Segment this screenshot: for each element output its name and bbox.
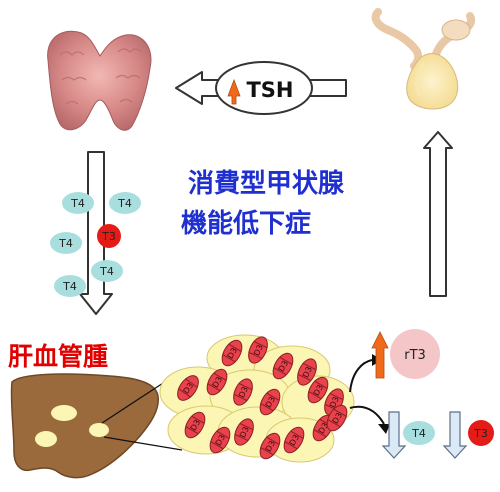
d3-label: D3 <box>238 425 251 439</box>
d3-label: D3 <box>237 385 250 399</box>
liver-icon <box>10 373 159 479</box>
svg-text:T4: T4 <box>70 197 85 210</box>
rt3-increase-arrow-icon <box>371 331 389 379</box>
liver-lesion-3 <box>89 423 109 437</box>
svg-text:T4: T4 <box>411 427 426 440</box>
d3-enzyme-marker: D3 <box>326 404 348 432</box>
d3-enzyme-marker: D3 <box>233 378 253 406</box>
d3-enzyme-marker: D3 <box>259 432 281 460</box>
d3-enzyme-marker: D3 <box>248 336 268 364</box>
pituitary-gland-icon <box>371 8 475 110</box>
svg-text:T3: T3 <box>473 427 488 440</box>
zoom-line-bottom <box>103 436 183 451</box>
d3-enzyme-marker: D3 <box>307 376 329 404</box>
liver-lesion-1 <box>51 405 77 421</box>
title-line-2: 機能低下症 <box>181 208 311 239</box>
d3-enzyme-marker: D3 <box>206 368 228 396</box>
t4-hormone-bottom: T4 <box>403 421 435 445</box>
liver-hemangioma-label: 肝血管腫 <box>8 342 108 371</box>
t4-hormone-2: T4 <box>109 192 141 214</box>
d3-label: D3 <box>252 343 265 357</box>
d3-enzyme-marker: D3 <box>272 352 294 380</box>
d3-enzyme-marker: D3 <box>221 339 243 367</box>
d3-enzyme-marker: D3 <box>177 375 199 401</box>
d3-label: D3 <box>301 365 314 379</box>
tsh-label: TSH <box>246 78 293 102</box>
tsh-bubble: TSH <box>215 61 313 115</box>
t4-hormone-5: T4 <box>54 275 86 297</box>
d3-enzyme-marker: D3 <box>283 426 305 454</box>
t3-hormone-1: T3 <box>97 224 121 248</box>
t4-hormone-1: T4 <box>62 192 94 214</box>
conversion-arrow-down <box>349 405 385 425</box>
d3-enzyme-marker: D3 <box>297 358 317 386</box>
t3-hormone-bottom: T3 <box>468 420 494 446</box>
d3-enzyme-marker: D3 <box>259 388 281 416</box>
conversion-arrow-down-head <box>378 424 390 434</box>
t4-decrease-arrow-icon <box>381 411 407 459</box>
thyroid-gland-icon <box>47 30 152 131</box>
d3-enzyme-marker: D3 <box>209 426 231 454</box>
liver-lesion-2 <box>35 431 57 447</box>
d3-enzyme-marker: D3 <box>184 411 206 439</box>
svg-text:T4: T4 <box>58 237 73 250</box>
svg-text:T3: T3 <box>101 230 116 243</box>
t4-hormone-4: T4 <box>91 260 123 282</box>
svg-text:rT3: rT3 <box>404 348 426 363</box>
tsh-up-arrow-icon <box>227 78 241 105</box>
conversion-arrow-up <box>349 359 373 393</box>
t4-hormone-3: T4 <box>50 232 82 254</box>
svg-text:T4: T4 <box>62 280 77 293</box>
rt3-hormone: rT3 <box>390 329 440 379</box>
d3-enzyme-marker: D3 <box>234 418 254 446</box>
svg-text:T4: T4 <box>99 265 114 278</box>
feedback-up-arrow <box>423 131 453 297</box>
svg-text:T4: T4 <box>117 197 132 210</box>
t3-decrease-arrow-icon <box>442 411 468 459</box>
title-line-1: 消費型甲状腺 <box>188 169 345 199</box>
